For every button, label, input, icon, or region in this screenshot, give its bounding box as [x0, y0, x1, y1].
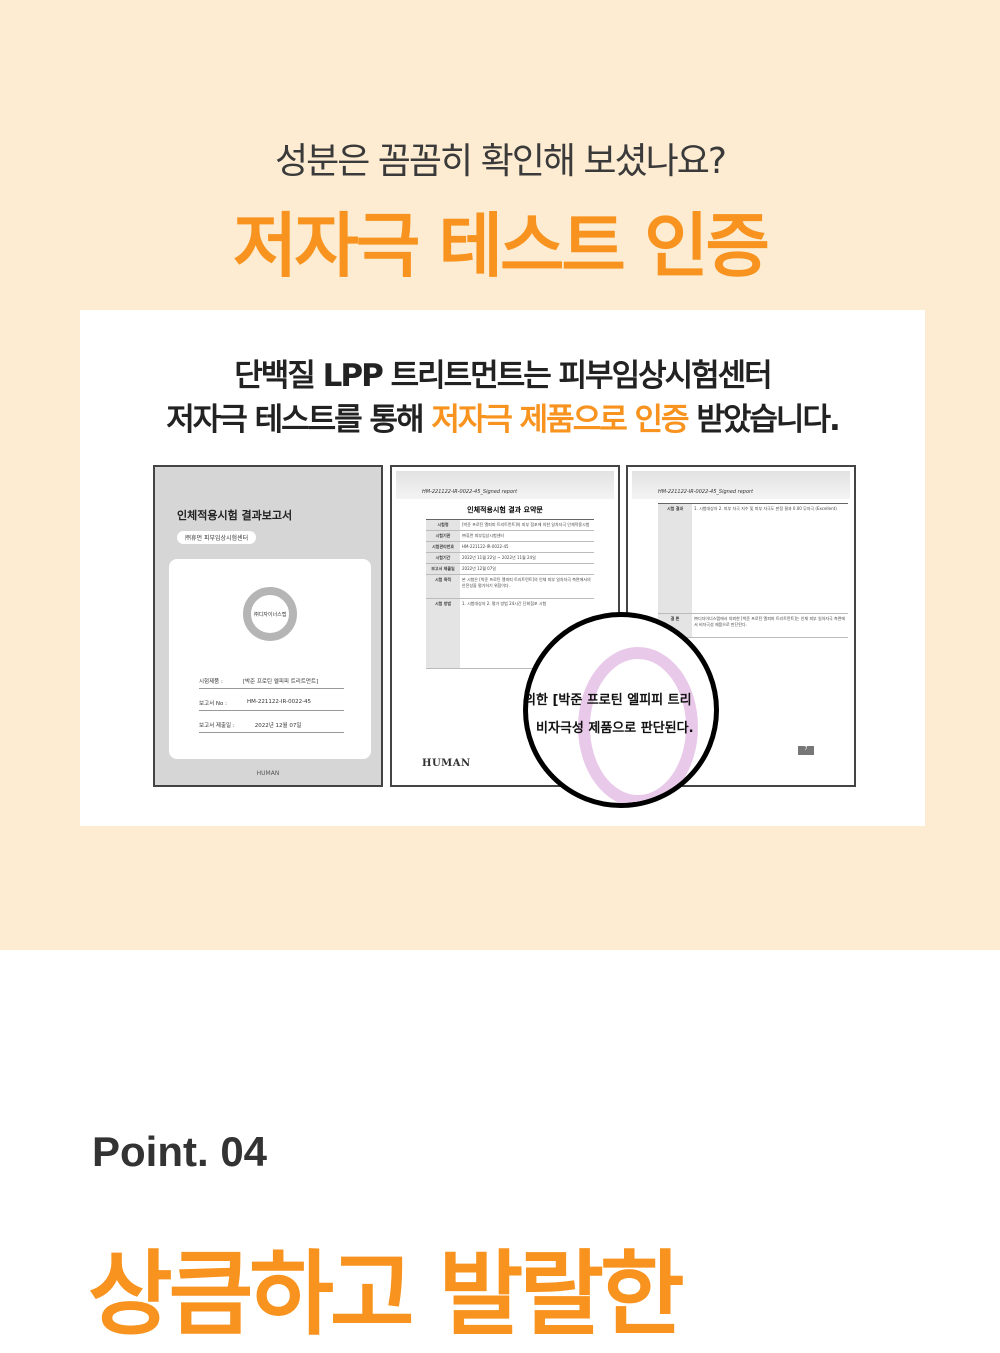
report-number: HM-221122-IR-0022-45_Signed report — [422, 489, 518, 495]
table-row: 시험기관㈜휴먼 피부임상시험센터 — [426, 531, 594, 542]
row-value: [박준 프로틴 엘피피 트리트먼트] — [242, 679, 319, 685]
magnified-line-2: 비자극성 제품으로 판단된다. — [536, 721, 694, 736]
cell-value: ㈜휴먼 피부임상시험센터 — [462, 533, 505, 538]
report-number: HM-221122-IR-0022-45_Signed report — [658, 489, 754, 495]
summary-title: 인체적용시험 결과 요약문 — [467, 506, 543, 514]
report-title: 인체적용시험 결과보고서 — [177, 509, 293, 522]
row-value: HM-221122-IR-0022-45 — [247, 699, 312, 705]
cover-row: 보고서 No : HM-221122-IR-0022-45 — [199, 699, 344, 711]
human-logo: HUMAN — [256, 770, 280, 777]
table-row: 시험명[박준 프로틴 엘피피 트리트먼트]의 피부 첩포에 의한 일차자극 인체… — [426, 520, 594, 531]
line2-text: 저자극 테스트를 통해 — [166, 402, 432, 438]
section-subtitle: 성분은 꼼꼼히 확인해 보셨나요? — [275, 141, 727, 182]
cell-key: 시험 방법 — [426, 599, 460, 668]
human-logo: HUMAN — [422, 758, 471, 769]
cell-value: 1. 시험대상자 2. 피부 자극 지수 및 피부 자극도 판정 결과 0.00… — [694, 506, 837, 511]
line2-text-end: 받았습니다. — [687, 402, 840, 438]
cell-value: 1. 시험대상자 2. 평가 방법 24시간 단회첩포 시험 — [462, 601, 547, 606]
highlight-text: 저자극 제품으로 인증 — [431, 402, 689, 438]
summary-table: 시험명[박준 프로틴 엘피피 트리트먼트]의 피부 첩포에 의한 일차자극 인체… — [426, 519, 594, 669]
cell-value: 2022년 12월 07일 — [462, 566, 496, 571]
cell-key: 시험관리번호 — [426, 542, 460, 552]
report-cover-page: 인체적용시험 결과보고서 ㈜휴먼 피부임상시험센터 ㈜디자이너스랩 시험제품 :… — [153, 465, 383, 787]
table-row: 결 론㈜디자이너스랩에서 의뢰한 [박준 프로틴 엘피피 트리트먼트]는 인체 … — [658, 614, 848, 638]
cell-value: ㈜디자이너스랩에서 의뢰한 [박준 프로틴 엘피피 트리트먼트]는 인체 피부 … — [694, 616, 846, 627]
cell-key: 시험명 — [426, 520, 460, 530]
section-title: 저자극 테스트 인증 — [233, 205, 770, 287]
row-key: 보고서 No : — [199, 701, 228, 707]
row-value: 2022년 12월 07일 — [254, 723, 302, 729]
cell-key: 시험기관 — [426, 531, 460, 541]
cell-key: 시험 결과 — [658, 504, 692, 613]
cover-panel: ㈜디자이너스랩 시험제품 : [박준 프로틴 엘피피 트리트먼트] 보고서 No … — [169, 559, 371, 759]
row-key: 시험제품 : — [199, 679, 223, 685]
cell-value: 2022년 11월 22일 ~ 2022년 11월 24일 — [462, 555, 536, 560]
certification-section: 성분은 꼼꼼히 확인해 보셨나요? 저자극 테스트 인증 단백질 LPP 트리트… — [0, 0, 1000, 950]
magnified-line-1: 의한 [박준 프로틴 엘피피 트리 — [524, 693, 692, 708]
cell-key: 보고서 제출일 — [426, 564, 460, 574]
test-center: ㈜휴먼 피부임상시험센터 — [177, 531, 257, 544]
point-label: Point. 04 — [92, 1128, 268, 1175]
cell-value: [박준 프로틴 엘피피 트리트먼트]의 피부 첩포에 의한 일차자극 인체적용시… — [462, 522, 590, 527]
card-line-2: 저자극 테스트를 통해 저자극 제품으로 인증 받았습니다. — [80, 394, 925, 439]
magnifier-circle: 의한 [박준 프로틴 엘피피 트리 비자극성 제품으로 판단된다. — [523, 612, 719, 808]
company-logo: ㈜디자이너스랩 — [243, 587, 297, 641]
card-line-1: 단백질 LPP 트리트먼트는 피부임상시험센터 — [234, 358, 772, 394]
certification-card: 단백질 LPP 트리트먼트는 피부임상시험센터 저자극 테스트를 통해 저자극 … — [80, 310, 925, 826]
cell-key: 시험 목적 — [426, 575, 460, 598]
logo-text: ㈜디자이너스랩 — [253, 611, 287, 618]
cover-row: 시험제품 : [박준 프로틴 엘피피 트리트먼트] — [199, 677, 344, 689]
cell-value: 본 시험은 [박준 프로틴 엘피피 트리트먼트]의 인체 피부 일차자극 측면에… — [462, 577, 591, 588]
cell-key: 시험기간 — [426, 553, 460, 563]
row-key: 보고서 제출일 : — [199, 723, 235, 729]
header-band — [632, 471, 850, 499]
header-band — [396, 471, 614, 499]
page-number: 7 — [798, 746, 814, 755]
cell-value: HM-221122-IR-0022-45 — [462, 544, 509, 549]
point-title: 상큼하고 발랄한 — [88, 1241, 685, 1348]
cover-row: 보고서 제출일 : 2022년 12월 07일 — [199, 721, 344, 733]
